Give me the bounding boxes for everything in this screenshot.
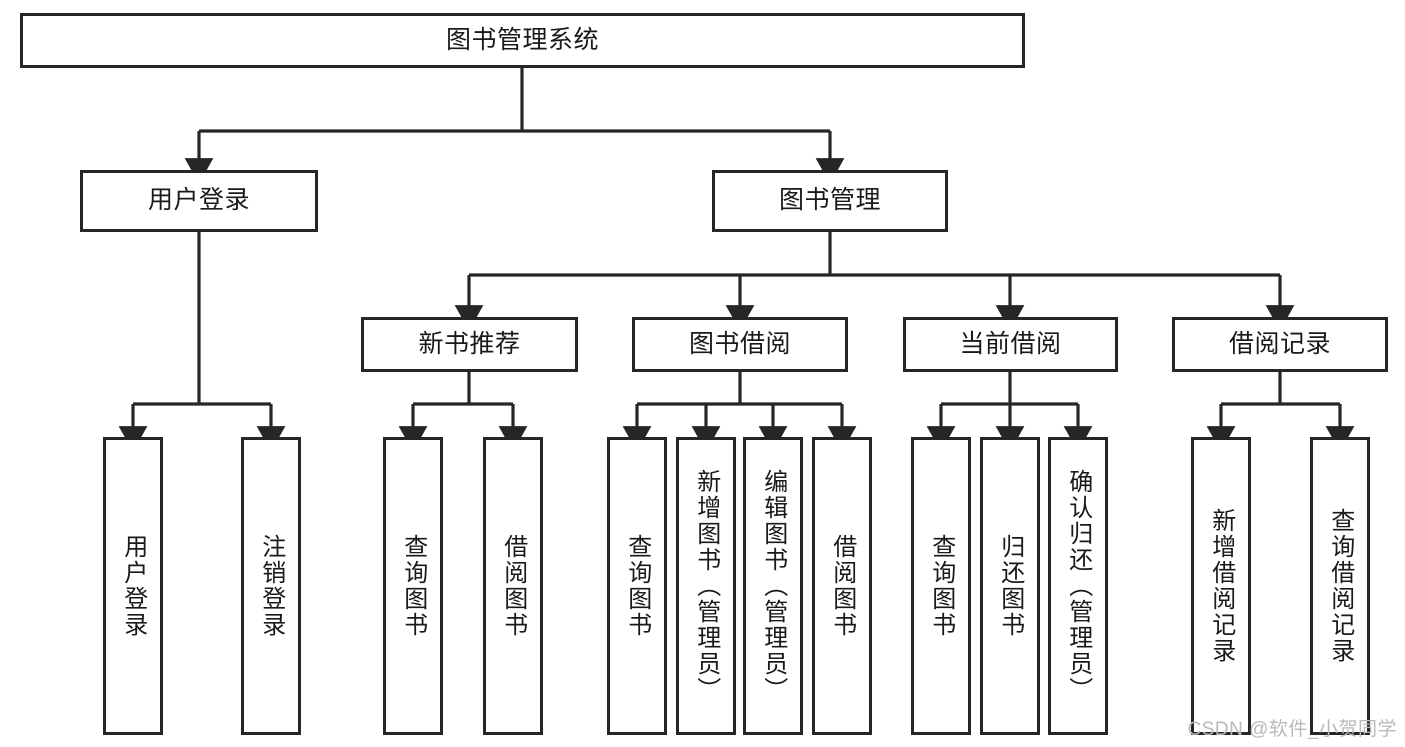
node-label: 新增图书（管理员） [692, 469, 720, 703]
node-leaf-return-book[interactable]: 归还图书 [980, 437, 1040, 735]
node-label: 查询图书 [623, 534, 651, 638]
node-new-book-recommend[interactable]: 新书推荐 [361, 317, 578, 372]
node-label: 新增借阅记录 [1207, 508, 1235, 664]
node-label: 用户登录 [119, 534, 147, 638]
node-book-management[interactable]: 图书管理 [712, 170, 948, 232]
node-label: 用户登录 [147, 186, 250, 215]
node-label: 图书借阅 [688, 329, 791, 358]
node-leaf-borrow-book-new[interactable]: 借阅图书 [483, 437, 543, 735]
node-leaf-add-borrow-record[interactable]: 新增借阅记录 [1191, 437, 1251, 735]
node-label: 编辑图书（管理员） [759, 469, 787, 703]
node-label: 当前借阅 [959, 329, 1062, 358]
node-label: 确认归还（管理员） [1064, 469, 1092, 703]
node-label: 借阅图书 [499, 534, 527, 638]
node-leaf-user-login[interactable]: 用户登录 [103, 437, 163, 735]
node-label: 借阅记录 [1228, 329, 1331, 358]
node-leaf-query-book-new[interactable]: 查询图书 [383, 437, 443, 735]
node-leaf-query-borrow-record[interactable]: 查询借阅记录 [1310, 437, 1370, 735]
node-current-borrow[interactable]: 当前借阅 [903, 317, 1118, 372]
node-label: 图书管理 [778, 186, 881, 215]
node-root-system[interactable]: 图书管理系统 [20, 13, 1025, 68]
node-leaf-logout[interactable]: 注销登录 [241, 437, 301, 735]
node-label: 归还图书 [996, 534, 1024, 638]
node-leaf-edit-book-admin[interactable]: 编辑图书（管理员） [743, 437, 803, 735]
node-leaf-query-book-borrow[interactable]: 查询图书 [607, 437, 667, 735]
node-label: 借阅图书 [828, 534, 856, 638]
node-borrow-record[interactable]: 借阅记录 [1172, 317, 1388, 372]
watermark-text: CSDN @软件_小贺同学 [1187, 719, 1397, 740]
node-label: 查询借阅记录 [1326, 508, 1354, 664]
node-label: 注销登录 [257, 534, 285, 638]
node-leaf-query-book-current[interactable]: 查询图书 [911, 437, 971, 735]
node-leaf-add-book-admin[interactable]: 新增图书（管理员） [676, 437, 736, 735]
node-book-borrow[interactable]: 图书借阅 [632, 317, 848, 372]
node-label: 查询图书 [927, 534, 955, 638]
node-label: 图书管理系统 [445, 25, 599, 54]
node-leaf-confirm-return-admin[interactable]: 确认归还（管理员） [1048, 437, 1108, 735]
node-user-login[interactable]: 用户登录 [80, 170, 318, 232]
node-label: 查询图书 [399, 534, 427, 638]
node-leaf-borrow-book[interactable]: 借阅图书 [812, 437, 872, 735]
node-label: 新书推荐 [418, 329, 521, 358]
